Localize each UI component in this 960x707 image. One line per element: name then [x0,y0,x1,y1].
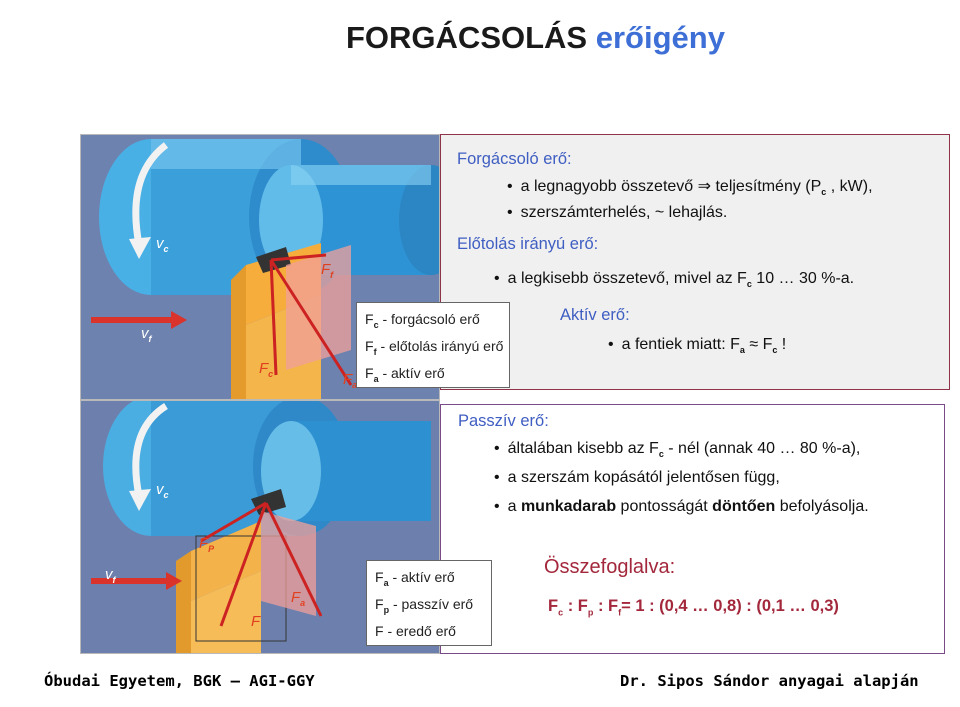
turning-figure-top: vc vf Ff Fc Fa [80,134,440,400]
force-ratio: Fc : Fp : Ff= 1 : (0,4 … 0,8) : (0,1 … 0… [548,597,839,618]
legend-bottom-fp: Fp - passzív erő [375,595,474,615]
passive-bullet-3: a munkadarab pontosságát döntően befolyá… [494,498,869,516]
label-fa-top: Fa [343,371,358,390]
passive-bullet-1: általában kisebb az Fc - nél (annak 40 …… [494,440,861,459]
cutting-bullet-1: a legnagyobb összetevő ⇒ teljesítmény (P… [507,176,873,197]
label-fp: FP [199,535,215,554]
feed-force-heading: Előtolás irányú erő: [457,235,599,253]
title-main: FORGÁCSOLÁS [346,20,588,55]
label-fa-bottom: Fa [291,589,306,608]
legend-top: Fc - forgácsoló erő Ff - előtolás irányú… [356,302,510,388]
legend-top-fc: Fc - forgácsoló erő [365,311,480,330]
turning-figure-bottom: vc vf FP Fa F [80,400,440,654]
legend-bottom: Fa - aktív erő Fp - passzív erő F - ered… [366,560,492,646]
turning-illustration-bottom [81,401,439,653]
label-vf-bottom: vf [105,566,116,585]
label-f: F [251,613,261,630]
label-vc-bottom: vc [156,481,169,500]
title-accent: erőigény [595,20,725,55]
label-ff: Ff [321,261,334,280]
summary-heading: Összefoglalva: [544,556,676,578]
passive-force-heading: Passzív erő: [458,412,549,430]
cutting-force-heading: Forgácsoló erő: [457,150,572,168]
cutting-bullet-2: szerszámterhelés, ~ lehajlás. [507,204,728,222]
active-bullet-1: a fentiek miatt: Fa ≈ Fc ! [608,336,787,355]
legend-bottom-f: F - eredő erő [375,622,456,639]
legend-bottom-fa: Fa - aktív erő [375,569,455,588]
label-fc: Fc [259,360,274,379]
active-force-heading: Aktív erő: [560,306,630,324]
footer-right: Dr. Sipos Sándor anyagai alapján [620,672,919,690]
turning-illustration-top [81,135,439,399]
feed-bullet-1: a legkisebb összetevő, mivel az Fc 10 … … [494,270,855,289]
footer-left: Óbudai Egyetem, BGK – AGI-GGY [44,672,315,690]
label-vc: vc [156,235,169,254]
legend-top-fa: Fa - aktív erő [365,364,445,384]
label-vf-top: vf [141,325,152,344]
passive-bullet-2: a szerszám kopásától jelentősen függ, [494,469,780,487]
legend-top-ff: Ff - előtolás irányú erő [365,337,504,357]
page-title: FORGÁCSOLÁS erőigény [346,20,725,56]
